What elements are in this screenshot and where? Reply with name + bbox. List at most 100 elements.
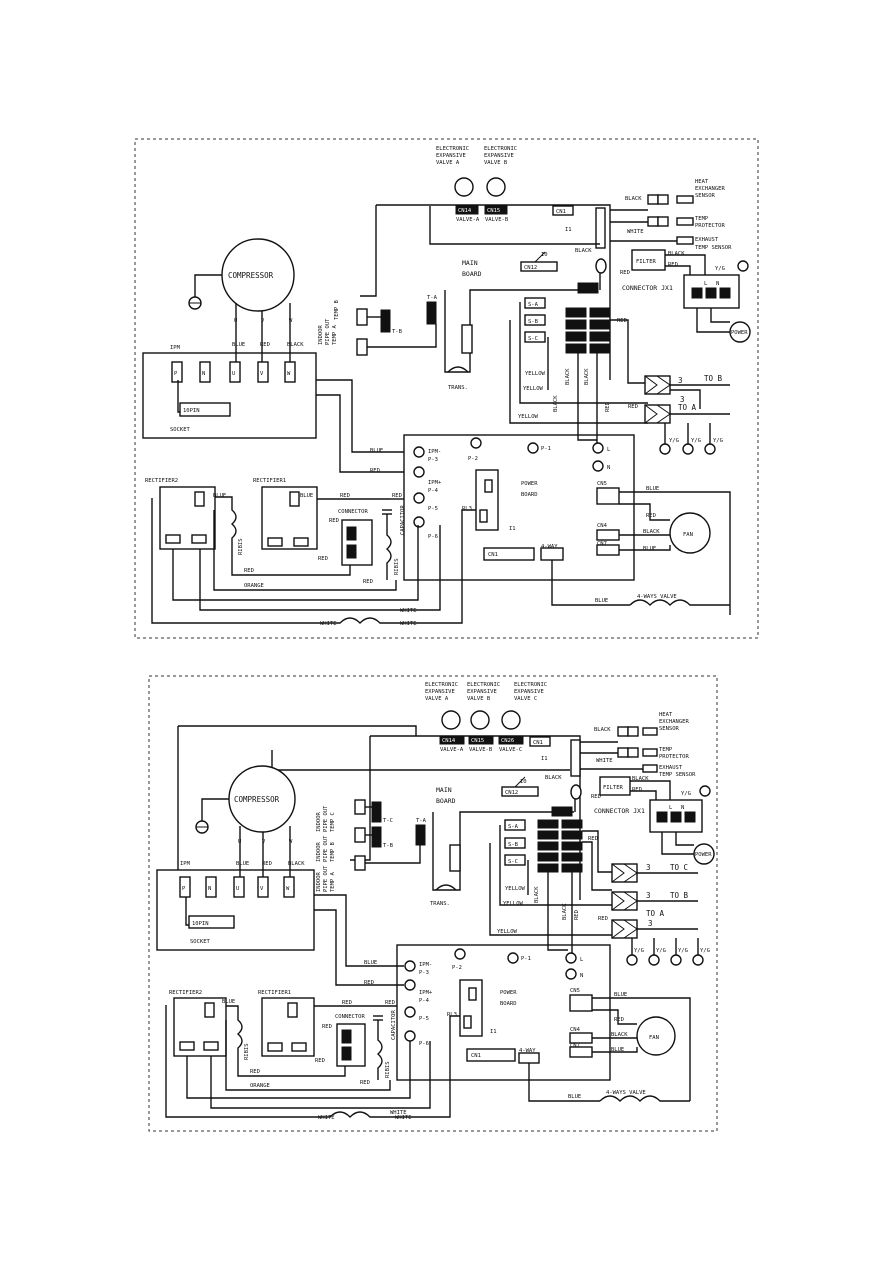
svg-text:BLUE: BLUE — [364, 960, 377, 966]
svg-text:RED: RED — [574, 910, 580, 920]
svg-text:Y/G: Y/G — [669, 438, 679, 444]
svg-text:TEMP A: TEMP A — [332, 324, 338, 345]
svg-text:HEAT: HEAT — [695, 179, 709, 185]
svg-text:RED: RED — [632, 787, 642, 793]
svg-text:Y/G: Y/G — [713, 438, 723, 444]
svg-text:CN1: CN1 — [533, 740, 543, 746]
svg-text:IPM-: IPM- — [428, 449, 441, 455]
svg-text:4-WAYS VALVE: 4-WAYS VALVE — [637, 594, 677, 600]
svg-text:IPM: IPM — [180, 861, 191, 867]
relay-connectors: S-A S-B S-C YELLOW YELLOW YELLOW BLACK B… — [509, 282, 648, 450]
svg-text:VALVE-A: VALVE-A — [456, 217, 480, 223]
svg-text:CN4: CN4 — [597, 523, 608, 529]
svg-text:YELLOW: YELLOW — [505, 886, 526, 892]
svg-text:FAN: FAN — [649, 1035, 659, 1041]
svg-text:YELLOW: YELLOW — [525, 371, 546, 377]
svg-text:INDOOR: INDOOR — [316, 871, 322, 892]
svg-text:10PIN: 10PIN — [183, 408, 200, 414]
svg-text:TEMP C: TEMP C — [330, 812, 336, 832]
svg-text:I0: I0 — [541, 252, 548, 258]
svg-text:TRANS.: TRANS. — [430, 901, 450, 907]
svg-text:BLACK: BLACK — [562, 903, 568, 920]
svg-text:RED: RED — [340, 493, 350, 499]
svg-text:PIPE OUT: PIPE OUT — [323, 865, 329, 892]
svg-text:RED: RED — [260, 342, 270, 348]
power-board: IPM- P-3 IPM+ P-4 P-5 P-6 P-2 P-1 L N PO… — [403, 434, 635, 581]
svg-text:P-3: P-3 — [428, 457, 438, 463]
svg-text:EXCHANGER: EXCHANGER — [659, 719, 689, 725]
rectifier-2: RECTIFIER2 BLUE RIBIS — [145, 478, 244, 560]
svg-text:TEMP SENSOR: TEMP SENSOR — [695, 245, 732, 251]
indoor-sensors: INDOOR PIPE OUT TEMP A TEMP B T-B T-A — [318, 295, 438, 356]
svg-text:3: 3 — [646, 863, 651, 872]
svg-text:RED: RED — [318, 556, 328, 562]
svg-text:HEAT: HEAT — [659, 712, 673, 718]
svg-text:INDOOR: INDOOR — [316, 811, 322, 832]
svg-text:P: P — [174, 371, 178, 377]
svg-text:CN1: CN1 — [471, 1053, 481, 1059]
svg-text:TEMP B: TEMP B — [330, 841, 336, 862]
svg-text:Y/G: Y/G — [715, 266, 725, 272]
svg-text:VALVE A: VALVE A — [425, 696, 449, 702]
svg-text:RECTIFIER2: RECTIFIER2 — [169, 990, 202, 996]
svg-text:L: L — [607, 447, 611, 453]
svg-text:T-A: T-A — [416, 818, 427, 824]
svg-text:N: N — [202, 371, 205, 377]
svg-text:POWER: POWER — [731, 330, 748, 336]
svg-text:BLUE: BLUE — [232, 342, 245, 348]
svg-text:N: N — [607, 465, 610, 471]
svg-text:TEMP: TEMP — [659, 747, 673, 753]
svg-text:BOARD: BOARD — [436, 797, 456, 805]
svg-text:P-6: P-6 — [428, 534, 438, 540]
svg-text:TO B: TO B — [670, 891, 689, 900]
svg-text:CN14: CN14 — [442, 738, 456, 744]
svg-text:P-1: P-1 — [541, 446, 551, 452]
svg-text:VALVE-A: VALVE-A — [440, 747, 464, 753]
svg-text:ELECTRONIC: ELECTRONIC — [514, 682, 547, 688]
svg-text:W: W — [287, 371, 291, 377]
svg-text:FILTER: FILTER — [603, 785, 624, 791]
svg-text:BLUE: BLUE — [643, 546, 656, 552]
svg-text:BLUE: BLUE — [300, 493, 313, 499]
svg-text:SOCKET: SOCKET — [190, 939, 211, 945]
transformer: TRANS. — [444, 289, 598, 391]
svg-text:MAIN: MAIN — [436, 786, 452, 794]
svg-text:RIBIS: RIBIS — [244, 1043, 250, 1060]
svg-text:EXPANSIVE: EXPANSIVE — [514, 689, 544, 695]
svg-text:BLACK: BLACK — [632, 776, 649, 782]
svg-text:BLACK: BLACK — [534, 886, 540, 903]
svg-text:CN1: CN1 — [488, 552, 498, 558]
svg-text:RED: RED — [392, 493, 402, 499]
svg-text:4-WAY: 4-WAY — [519, 1048, 536, 1054]
svg-text:Y/G: Y/G — [691, 438, 701, 444]
svg-text:CN15: CN15 — [487, 208, 500, 214]
svg-text:V: V — [261, 318, 265, 324]
svg-text:I0: I0 — [520, 779, 527, 785]
svg-text:10PIN: 10PIN — [192, 921, 209, 927]
svg-text:RIBIS: RIBIS — [385, 1061, 391, 1078]
svg-text:EXHAUST: EXHAUST — [659, 765, 683, 771]
svg-text:TO A: TO A — [646, 909, 665, 918]
ipm-module: IPM P N U V W 10PIN SOCKET — [142, 345, 404, 473]
svg-text:U: U — [236, 886, 239, 892]
svg-text:RED: RED — [244, 568, 254, 574]
svg-text:BLUE: BLUE — [611, 1047, 624, 1053]
svg-text:RED: RED — [342, 1000, 352, 1006]
svg-text:IPM+: IPM+ — [419, 990, 433, 996]
power-board: IPM- P-3 IPM+ P-4 P-5 P-6 P-2 P-1 L N PO… — [396, 944, 611, 1081]
svg-text:WHITE: WHITE — [596, 758, 613, 764]
svg-text:EXCHANGER: EXCHANGER — [695, 186, 725, 192]
svg-text:WHITE: WHITE — [320, 621, 337, 627]
svg-text:I1: I1 — [509, 526, 516, 532]
svg-text:TRANS.: TRANS. — [448, 385, 468, 391]
compressor: COMPRESSOR U V W BLUE RED BLACK — [188, 238, 304, 365]
svg-text:RED: RED — [605, 402, 611, 412]
svg-text:CN7: CN7 — [570, 1043, 580, 1049]
svg-text:VALVE-B: VALVE-B — [469, 747, 493, 753]
svg-text:N: N — [580, 973, 583, 979]
svg-text:RED: RED — [598, 916, 608, 922]
diagram-frame — [148, 675, 718, 1132]
svg-text:CN5: CN5 — [570, 988, 580, 994]
svg-text:BOARD: BOARD — [500, 1001, 517, 1007]
